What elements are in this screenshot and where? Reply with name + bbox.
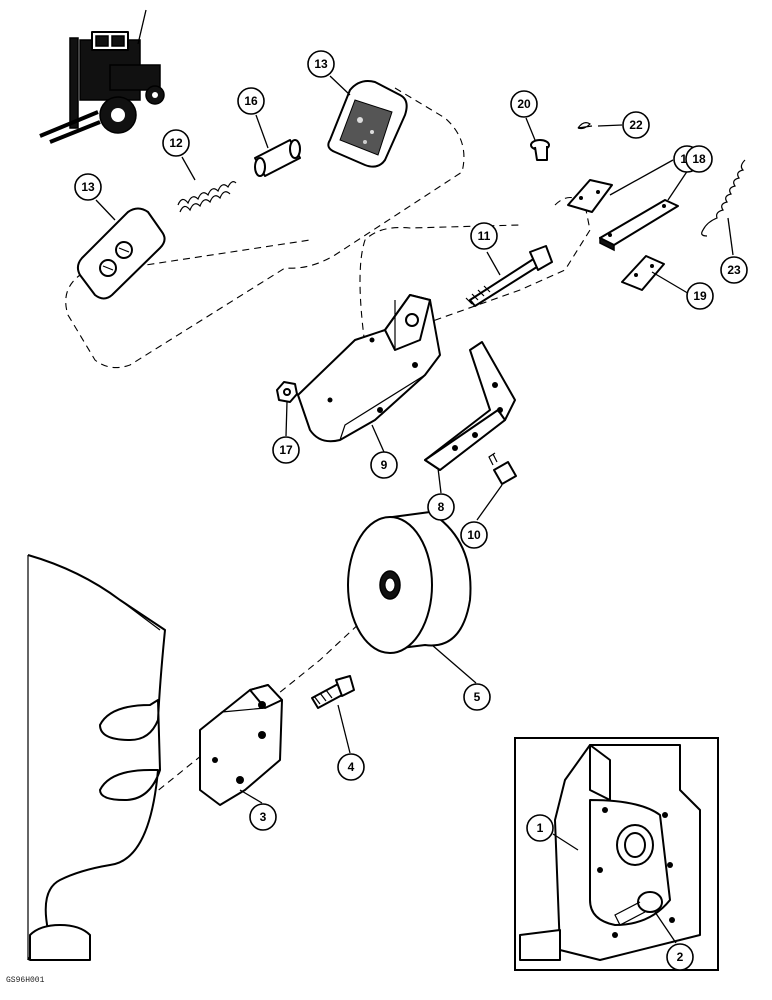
long-bolt-part <box>465 245 553 307</box>
callout-label: 10 <box>467 528 481 542</box>
callout-9: 9 <box>370 451 398 479</box>
callout-label: 5 <box>474 690 481 704</box>
brake-disc-part <box>347 511 472 654</box>
callout-label: 12 <box>169 136 183 150</box>
spring-part <box>177 181 237 213</box>
bracket-part-8 <box>424 341 516 471</box>
callout-label: 4 <box>348 760 355 774</box>
sleeve-part <box>254 139 301 177</box>
callout-13-lower: 13 <box>74 173 102 201</box>
callout-label: 20 <box>517 97 531 111</box>
callout-label: 8 <box>438 500 445 514</box>
callout-label: 1 <box>537 821 544 835</box>
nut-part <box>276 381 298 403</box>
short-bolt-part <box>488 452 517 485</box>
callout-label: 16 <box>244 94 258 108</box>
pin-part <box>530 139 550 161</box>
callout-label: 9 <box>381 458 388 472</box>
callout-label: 13 <box>314 57 328 71</box>
forklift-locator-icon <box>39 9 165 144</box>
return-spring-part <box>701 159 746 237</box>
callout-label: 23 <box>727 263 741 277</box>
bracket-part-9 <box>297 294 441 443</box>
mount-bracket-part-3 <box>199 684 283 806</box>
callout-label: 11 <box>478 229 491 243</box>
callout-19-lower: 19 <box>686 282 714 310</box>
callout-17: 17 <box>272 436 300 464</box>
inset-housing-detail <box>514 737 719 971</box>
callout-label: 22 <box>629 118 643 132</box>
callout-23: 23 <box>720 256 748 284</box>
callout-3: 3 <box>249 803 277 831</box>
leader-lines <box>95 75 734 944</box>
link-plate-lower <box>621 255 665 291</box>
transmission-housing-outline <box>27 554 166 961</box>
brake-pad-lower <box>76 207 166 300</box>
callout-8: 8 <box>427 493 455 521</box>
link-bar-part <box>599 199 679 252</box>
callout-label: 17 <box>279 443 293 457</box>
callout-label: 3 <box>260 810 267 824</box>
callout-1: 1 <box>526 814 554 842</box>
callout-label: 2 <box>677 950 684 964</box>
callout-10: 10 <box>460 521 488 549</box>
callout-label: 13 <box>81 180 95 194</box>
callout-eighteen: 18 <box>685 145 713 173</box>
callout-2: 2 <box>666 943 694 971</box>
link-plate-upper <box>567 179 613 213</box>
callout-16: 16 <box>237 87 265 115</box>
callout-12: 12 <box>162 129 190 157</box>
brake-pad-upper <box>327 80 408 168</box>
brake-pad-group-outline <box>65 87 465 369</box>
callout-label: 19 <box>693 289 707 303</box>
callout-13-upper: 13 <box>307 50 335 78</box>
callout-20: 20 <box>510 90 538 118</box>
callout-5: 5 <box>463 683 491 711</box>
linkage-group-outline <box>359 196 591 346</box>
callout-11: 11 <box>470 222 498 250</box>
mount-bolt-part <box>311 675 355 709</box>
callout-4: 4 <box>337 753 365 781</box>
callout-22: 22 <box>622 111 650 139</box>
cotter-pin-part <box>577 122 593 130</box>
figure-code: GS96H001 <box>6 976 45 985</box>
callout-label: 18 <box>692 152 706 166</box>
